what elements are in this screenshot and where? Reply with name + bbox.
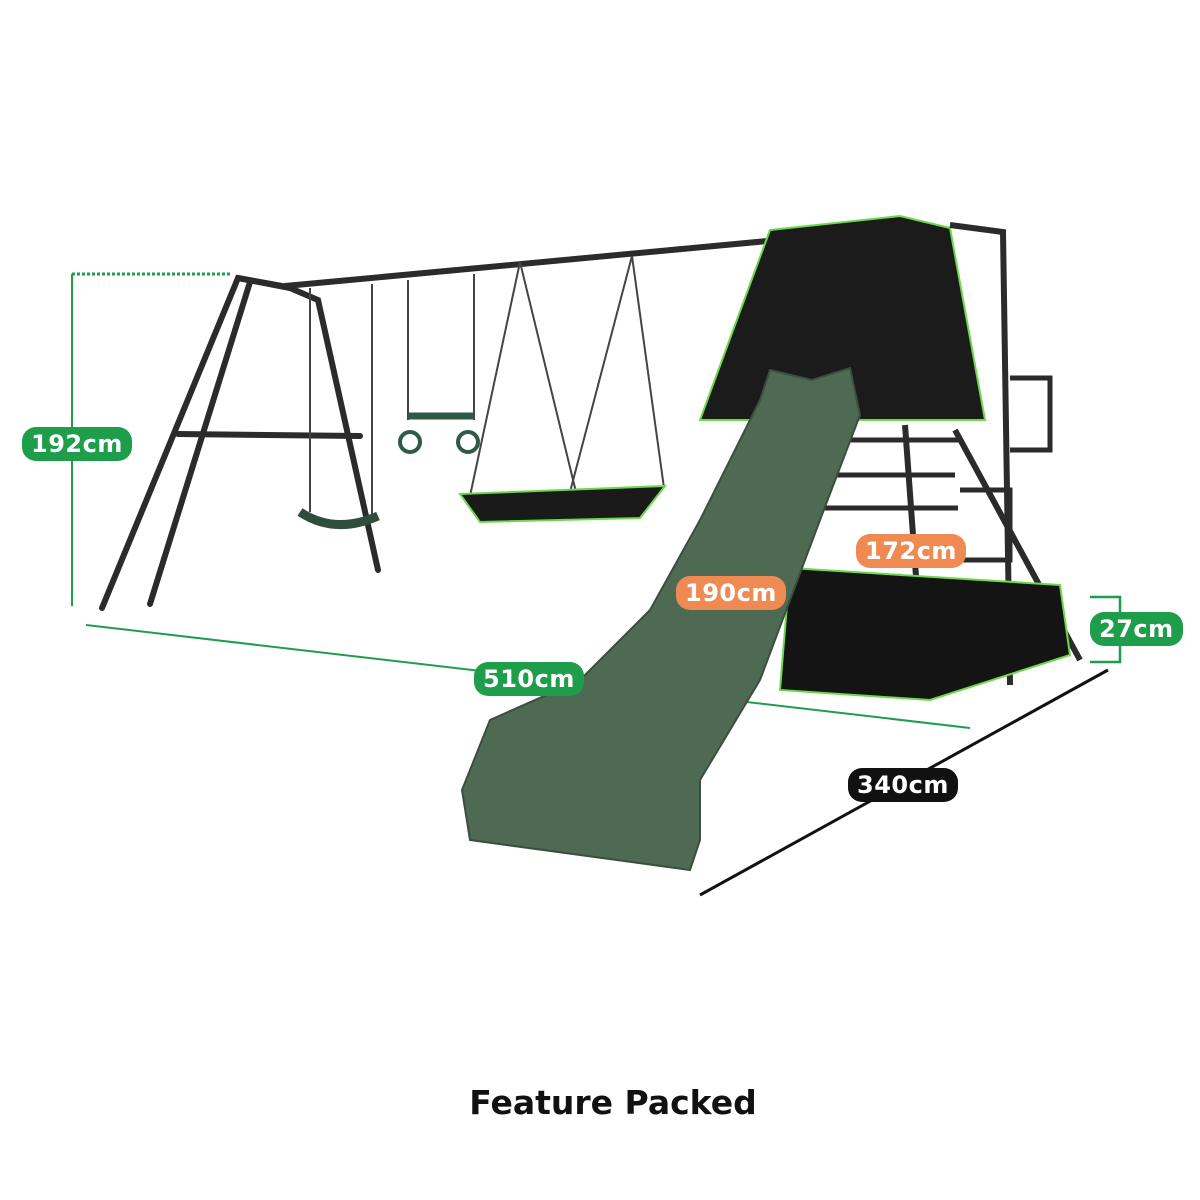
sandpit-height-badge: 27cm [1090,612,1183,646]
tower [698,214,1083,702]
swings [297,255,668,529]
depth-badge: 340cm [848,768,958,802]
length-badge: 510cm [474,662,584,696]
sandpit-width-badge: 172cm [856,534,966,568]
slide [460,366,862,872]
height-badge: 192cm [22,427,132,461]
caption: Feature Packed [469,1083,757,1122]
swing-frame [99,235,803,611]
sandpit-length-badge: 190cm [676,576,786,610]
